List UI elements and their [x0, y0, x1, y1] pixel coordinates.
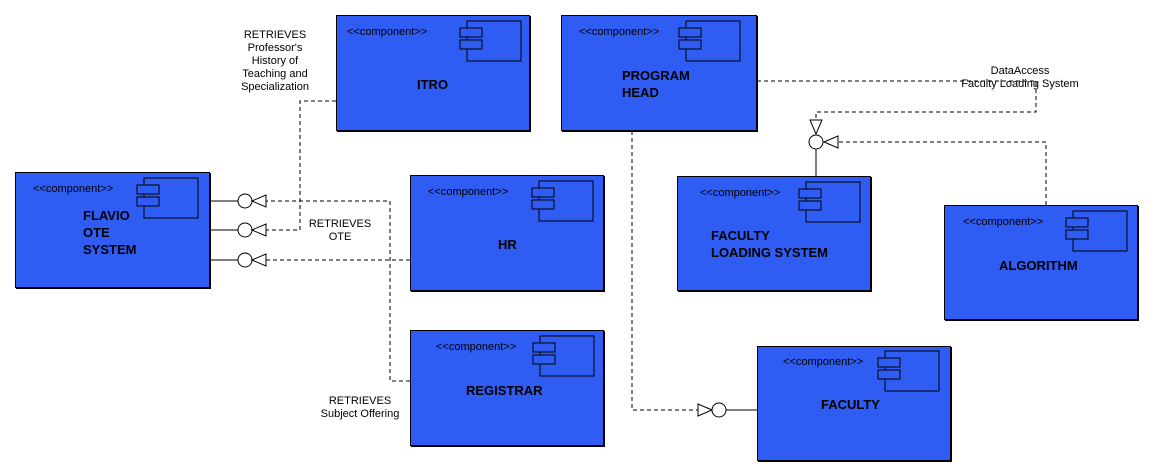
fls-arrowhead-right: [822, 135, 839, 149]
component-icon: [531, 180, 594, 222]
program-head-component[interactable]: <<component>> PROGRAM HEAD: [561, 15, 757, 131]
stereotype-label: <<component>>: [436, 341, 517, 353]
subject-offering-label: RETRIEVES Subject Offering: [320, 395, 400, 420]
algorithm-component[interactable]: <<component>> ALGORITHM: [944, 205, 1138, 320]
flavio-interface-top: [237, 193, 253, 209]
arrowhead-top: [250, 194, 267, 208]
component-name: FACULTY: [821, 397, 880, 412]
component-icon: [532, 335, 595, 377]
registrar-component[interactable]: <<component>> REGISTRAR: [410, 330, 604, 446]
faculty-arrowhead: [697, 403, 714, 417]
component-name: HR: [498, 237, 517, 252]
registrar-to-flavio-connector: [260, 200, 410, 382]
itro-history-label: RETRIEVES Professor's History of Teachin…: [241, 29, 309, 93]
program-head-to-faculty-connector: [631, 131, 698, 411]
component-name: ITRO: [417, 77, 449, 92]
faculty-loading-system-component[interactable]: <<component>> FACULTY LOADING SYSTEM: [677, 176, 871, 291]
component-name: REGISTRAR: [466, 383, 543, 398]
stereotype-label: <<component>>: [783, 356, 864, 368]
component-name: FACULTY LOADING SYSTEM: [711, 228, 829, 260]
flavio-interface-bottom: [237, 252, 253, 268]
component-icon: [798, 181, 861, 223]
arrowhead-middle: [250, 223, 267, 237]
component-icon: [1065, 210, 1128, 252]
itro-component[interactable]: <<component>> ITRO: [336, 15, 530, 131]
flavio-interface-middle: [237, 222, 253, 238]
component-icon: [136, 177, 199, 219]
hr-component[interactable]: <<component>> HR: [410, 175, 604, 291]
arrowhead-bottom: [250, 253, 267, 267]
fls-interface: [808, 134, 824, 150]
stereotype-label: <<component>>: [700, 187, 781, 199]
retrieves-ote-label: RETRIEVES OTE: [308, 218, 372, 243]
faculty-component[interactable]: <<component>> FACULTY: [757, 346, 951, 461]
component-name: FLAVIO OTE SYSTEM: [83, 208, 137, 257]
flavio-ote-system-component[interactable]: <<component>> FLAVIO OTE SYSTEM: [15, 172, 210, 288]
component-icon: [877, 350, 940, 392]
algorithm-to-fls-connector: [838, 141, 1047, 205]
program-head-to-fls-connector: [757, 80, 1037, 120]
stereotype-label: <<component>>: [428, 186, 509, 198]
faculty-interface: [711, 402, 727, 418]
itro-to-flavio-connector: [260, 100, 336, 231]
stereotype-label: <<component>>: [347, 26, 428, 38]
component-name: PROGRAM HEAD: [622, 68, 690, 100]
component-name: ALGORITHM: [999, 258, 1078, 273]
stereotype-label: <<component>>: [963, 216, 1044, 228]
fls-arrowhead-top: [809, 119, 823, 136]
component-icon: [678, 20, 741, 62]
data-access-label: DataAccess Faculty Loading System: [961, 65, 1079, 90]
stereotype-label: <<component>>: [579, 26, 660, 38]
stereotype-label: <<component>>: [33, 183, 114, 195]
component-icon: [459, 20, 522, 62]
